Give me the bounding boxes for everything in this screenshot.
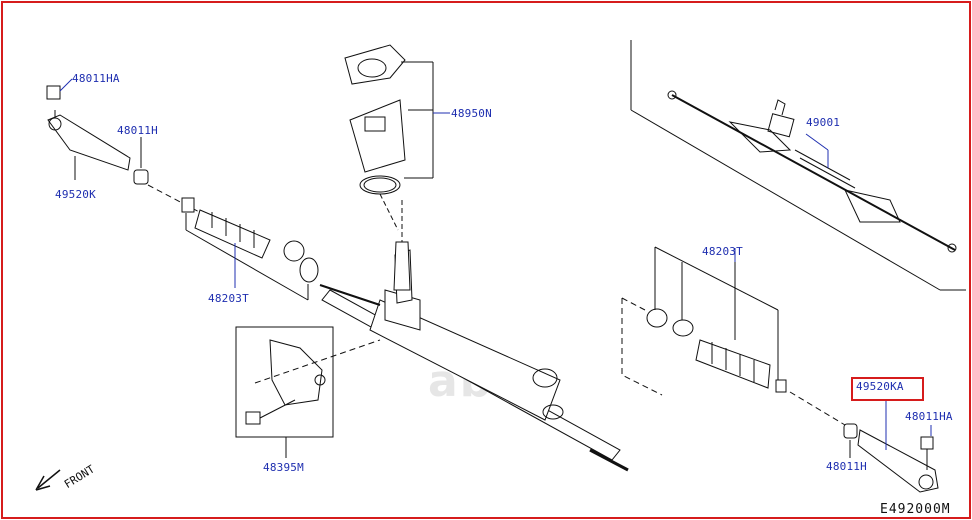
label-bracket: 48395M: [263, 461, 304, 474]
label-nut-left: 48011HA: [72, 72, 120, 85]
grommet-parts: [344, 44, 450, 231]
label-boot-kit-right: 48203T: [702, 245, 743, 258]
right-tie-rod-parts: [789, 391, 939, 493]
label-grommet: 48950N: [451, 107, 492, 120]
label-tie-rod-end-right: 49520KA: [856, 380, 904, 393]
label-nut-right: 48011HA: [905, 410, 953, 423]
left-tie-rod-parts: [46, 78, 381, 306]
reference-code: E492000M: [880, 502, 951, 517]
rack-assembly-inset: [630, 40, 966, 291]
highlight-box: [851, 377, 924, 401]
label-rack-assembly: 49001: [806, 116, 841, 129]
front-arrow: [35, 469, 61, 491]
right-boot-parts: [621, 246, 787, 396]
label-tie-rod-end-left: 49520K: [55, 188, 96, 201]
label-boot-clamp-right: 48011H: [826, 460, 867, 473]
main-rack: [321, 200, 629, 472]
label-boot-kit-left: 48203T: [208, 292, 249, 305]
label-boot-clamp-left: 48011H: [117, 124, 158, 137]
bracket-parts: [235, 326, 381, 458]
